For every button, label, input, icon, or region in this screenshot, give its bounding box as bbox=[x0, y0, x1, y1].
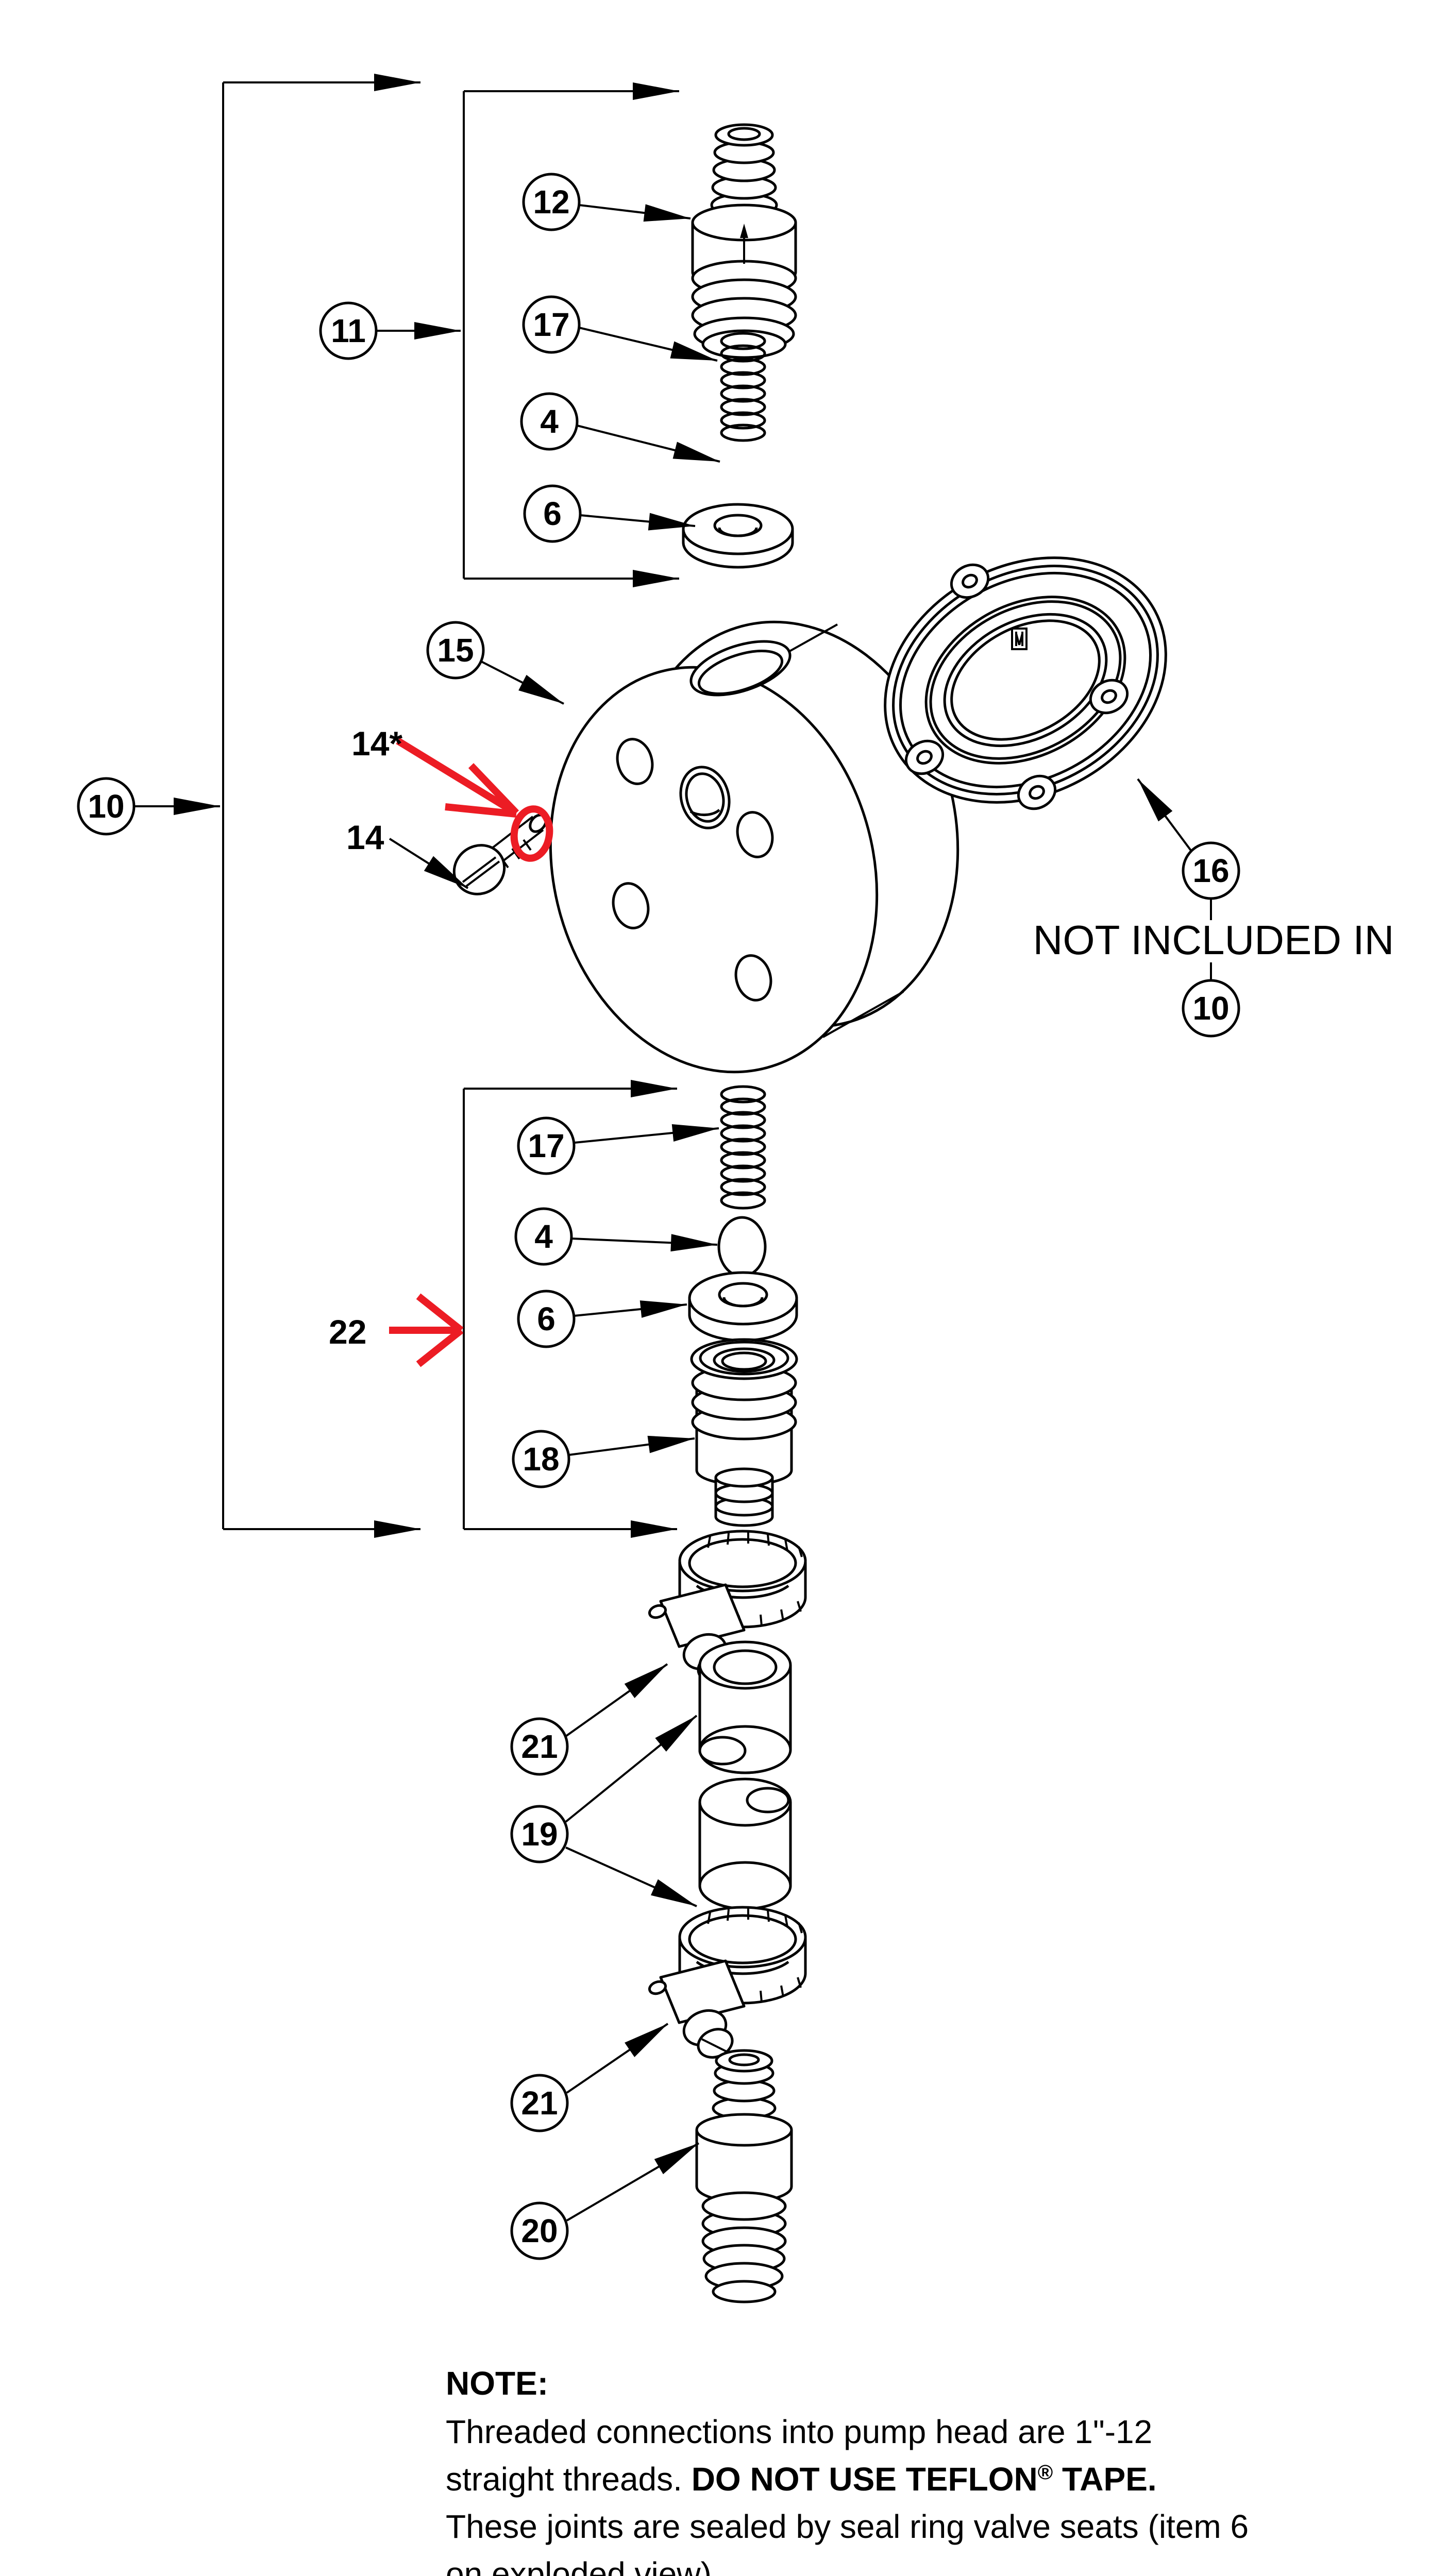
flow-direction-arrow-icon bbox=[740, 224, 748, 264]
callout-10-left: 10 bbox=[77, 777, 136, 836]
svg-text:11: 11 bbox=[331, 312, 366, 349]
leader-18 bbox=[568, 1435, 695, 1456]
callout-15: 15 bbox=[426, 621, 485, 680]
pump-head-15 bbox=[549, 620, 959, 1074]
callout-17-top: 17 bbox=[522, 295, 581, 354]
callout-4-bottom: 4 bbox=[514, 1207, 573, 1266]
leader-19-lower bbox=[565, 1846, 697, 1907]
fitting-20 bbox=[695, 2049, 793, 2303]
flange-bolt-lug bbox=[1089, 679, 1129, 715]
flange-16 bbox=[884, 556, 1167, 810]
leader-21-lower bbox=[566, 2023, 669, 2094]
note-line-1: Threaded connections into pump head are … bbox=[446, 2413, 1152, 2450]
bracket-group-10 bbox=[222, 74, 420, 1538]
highlight-ellipse-14 bbox=[510, 805, 553, 862]
pump-head-center-bore bbox=[679, 766, 731, 829]
svg-text:16: 16 bbox=[1192, 852, 1229, 889]
note-heading: NOTE: bbox=[446, 2365, 548, 2402]
label-item-22: 22 bbox=[329, 1313, 366, 1351]
callout-12: 12 bbox=[522, 173, 581, 231]
hose-19-upper bbox=[698, 1640, 792, 1774]
leader-4-top bbox=[577, 425, 720, 463]
leader-21-upper bbox=[565, 1663, 668, 1737]
leader-12 bbox=[579, 204, 691, 222]
ball-4 bbox=[717, 1216, 767, 1278]
svg-text:19: 19 bbox=[521, 1816, 558, 1853]
leader-17-bottom bbox=[574, 1124, 719, 1144]
leader-20 bbox=[566, 2142, 700, 2222]
not-included-label: NOT INCLUDED IN bbox=[1033, 917, 1394, 963]
flange-bolt-lug bbox=[1017, 774, 1057, 810]
hose-19-lower bbox=[698, 1777, 792, 1910]
leader-19-upper bbox=[565, 1715, 698, 1823]
svg-text:6: 6 bbox=[543, 495, 562, 532]
fitting-18 bbox=[690, 1338, 798, 1527]
flange-bolt-lug bbox=[904, 739, 945, 775]
callout-6-top: 6 bbox=[523, 484, 582, 543]
leader-6-bottom bbox=[574, 1300, 687, 1318]
spring-17-top bbox=[720, 332, 766, 442]
callout-20: 20 bbox=[510, 2201, 569, 2260]
seal-seat-6-top bbox=[682, 503, 794, 569]
svg-text:17: 17 bbox=[528, 1127, 564, 1164]
svg-text:12: 12 bbox=[533, 183, 569, 221]
svg-text:21: 21 bbox=[521, 1728, 558, 1765]
svg-text:17: 17 bbox=[533, 306, 569, 343]
callout-6-bottom: 6 bbox=[517, 1290, 576, 1348]
hose-clamp-21-lower bbox=[648, 1906, 807, 2059]
manufacturer-logo-mark bbox=[1011, 628, 1028, 650]
bracket-group-22 bbox=[463, 1080, 677, 1538]
callout-21-upper: 21 bbox=[510, 1717, 569, 1776]
spring-17-bottom bbox=[720, 1085, 766, 1210]
note-line-3: These joints are sealed by seal ring val… bbox=[446, 2508, 1249, 2545]
callout-10-right: 10 bbox=[1182, 979, 1240, 1038]
seal-seat-6-bottom bbox=[688, 1271, 798, 1342]
svg-text:4: 4 bbox=[534, 1218, 553, 1255]
svg-text:21: 21 bbox=[521, 2084, 558, 2122]
leader-16 bbox=[1137, 778, 1192, 852]
leader-14 bbox=[389, 838, 469, 889]
note-block: NOTE: Threaded connections into pump hea… bbox=[446, 2365, 1249, 2576]
callout-11: 11 bbox=[319, 301, 378, 360]
callout-21-lower: 21 bbox=[510, 2074, 569, 2132]
svg-text:6: 6 bbox=[537, 1300, 555, 1337]
svg-text:4: 4 bbox=[540, 403, 559, 440]
highlight-arrow-14 bbox=[396, 738, 519, 818]
callout-18: 18 bbox=[512, 1430, 570, 1488]
label-item-14-star: 14* bbox=[351, 724, 402, 762]
highlight-arrow-22 bbox=[389, 1293, 464, 1367]
leader-4-bottom bbox=[571, 1234, 718, 1252]
callout-17-bottom: 17 bbox=[517, 1116, 576, 1175]
svg-text:10: 10 bbox=[1192, 990, 1229, 1027]
leader-15 bbox=[481, 660, 564, 705]
callout-4-top: 4 bbox=[520, 392, 579, 451]
svg-text:10: 10 bbox=[88, 788, 124, 825]
svg-text:20: 20 bbox=[521, 2212, 558, 2249]
label-item-14: 14 bbox=[346, 818, 384, 856]
leader-6-top bbox=[580, 513, 696, 531]
leader-17-top bbox=[579, 327, 718, 362]
flange-bolt-lug bbox=[950, 563, 990, 599]
callout-19: 19 bbox=[510, 1805, 569, 1863]
pump-head-top-port bbox=[689, 640, 792, 697]
bracket-group-11 bbox=[463, 82, 679, 587]
note-line-4: on exploded view). bbox=[446, 2555, 721, 2576]
svg-text:18: 18 bbox=[523, 1440, 559, 1478]
svg-text:15: 15 bbox=[437, 632, 474, 669]
note-line-2: straight threads. DO NOT USE TEFLON® TAP… bbox=[446, 2461, 1157, 2498]
callout-16: 16 bbox=[1182, 841, 1240, 900]
fitting-12 bbox=[691, 123, 797, 359]
